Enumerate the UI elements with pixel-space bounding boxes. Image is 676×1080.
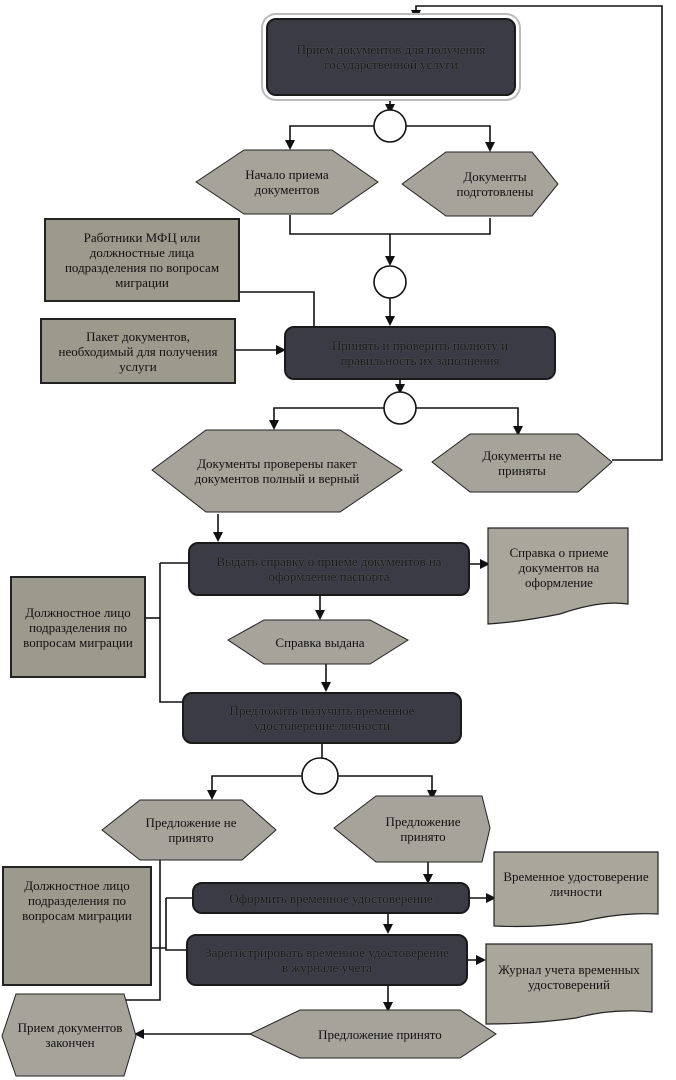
- end-receiving-done-text: Прием документов закончен: [17, 1020, 123, 1050]
- connector: [285, 125, 376, 150]
- input-doc-package-label: Пакет документов, необходимый для получе…: [58, 328, 218, 374]
- event-start-receiving-text: Начало приема документов: [245, 167, 329, 197]
- event-start-receiving-label: Начало приема документов: [196, 150, 378, 214]
- role-mfc-staff-box: Работники МФЦ или должностные лица подра…: [44, 218, 240, 302]
- connector-loop-back: [411, 5, 663, 461]
- event-docs-prepared-text: Документы подготовлены: [456, 169, 534, 199]
- role-official-2-label: Должностное лицо подразделения по вопрос…: [22, 878, 132, 923]
- doc-registry-log-shape: [485, 943, 653, 1025]
- func-accept-check-box: Принять и проверить полноту и правильнос…: [284, 326, 556, 380]
- doc-temp-id-shape: [493, 851, 659, 928]
- event-offer-accepted-label: Предложение принято: [356, 796, 490, 862]
- connector: [416, 407, 523, 436]
- role-official-2-box: Должностное лицо подразделения по вопрос…: [2, 866, 152, 986]
- event-certificate-issued-text: Справка выдана: [275, 634, 365, 650]
- event-offer-accepted-2-label: Предложение принято: [270, 1010, 490, 1058]
- event-shapes: [1, 149, 613, 1077]
- doc-registry-log-label: Журнал учета временных удостоверений: [492, 946, 646, 1008]
- xor-connector-3: [383, 391, 417, 425]
- event-docs-prepared-shape: [401, 151, 559, 217]
- xor-connector-4: [301, 757, 339, 795]
- xor-connector-2: [373, 265, 407, 299]
- event-docs-checked-text: Документы проверены пакет документов пол…: [194, 456, 360, 486]
- event-docs-rejected-text: Документы не приняты: [482, 448, 562, 478]
- event-docs-rejected-shape: [431, 433, 613, 493]
- event-certificate-issued-label: Справка выдана: [240, 620, 400, 664]
- func-accept-check-label: Принять и проверить полноту и правильнос…: [331, 338, 509, 368]
- doc-registry-log-text: Журнал учета временных удостоверений: [498, 962, 640, 992]
- func-issue-certificate-box: Выдать справку о приеме документов на оф…: [188, 542, 470, 596]
- connector: [207, 775, 302, 800]
- event-start-receiving-shape: [195, 149, 379, 215]
- event-offer-declined-label: Предложение не принято: [116, 800, 266, 860]
- document-shapes: [485, 527, 659, 1025]
- end-receiving-done-label: Прием документов закончен: [10, 994, 130, 1076]
- func-register-temp-id-box: Зарегистрировать временное удостоверение…: [186, 934, 468, 986]
- connector: [240, 291, 315, 328]
- doc-temp-id-label: Временное удостоверение личности: [500, 854, 652, 914]
- event-docs-rejected-label: Документы не приняты: [452, 434, 592, 492]
- connector: [289, 215, 491, 235]
- event-docs-prepared-label: Документы подготовлены: [420, 152, 570, 216]
- doc-certificate-label: Справка о приеме документов на оформлени…: [494, 530, 624, 604]
- connector: [152, 897, 192, 951]
- connector: [269, 407, 384, 430]
- connector: [404, 125, 495, 152]
- event-offer-accepted-text: Предложение принято: [385, 814, 461, 844]
- role-official-1-box: Должностное лицо подразделения по вопрос…: [10, 576, 146, 678]
- event-offer-accepted-2-text: Предложение принято: [318, 1026, 442, 1042]
- doc-certificate-shape: [487, 527, 629, 625]
- func-offer-temp-id-box: Предложить получить временное удостовере…: [182, 692, 462, 744]
- event-docs-checked-label: Документы проверены пакет документов пол…: [170, 430, 384, 512]
- role-mfc-staff-label: Работники МФЦ или должностные лица подра…: [64, 230, 220, 290]
- connector: [159, 562, 188, 703]
- event-docs-checked-shape: [151, 429, 403, 513]
- start-process-label: Прием документов для получения государст…: [296, 42, 486, 72]
- connector: [338, 775, 437, 800]
- func-issue-certificate-label: Выдать справку о приеме документов на оф…: [216, 554, 442, 584]
- func-issue-temp-id-box: Оформить временное удостоверение: [192, 882, 470, 914]
- func-register-temp-id-label: Зарегистрировать временное удостоверение…: [205, 945, 449, 975]
- func-issue-temp-id-label: Оформить временное удостоверение: [229, 890, 433, 906]
- input-doc-package-box: Пакет документов, необходимый для получе…: [40, 318, 236, 384]
- func-offer-temp-id-label: Предложить получить временное удостовере…: [229, 703, 415, 733]
- event-offer-declined-shape: [101, 799, 277, 861]
- event-offer-accepted-shape: [333, 795, 491, 863]
- event-offer-accepted-2-shape: [248, 1009, 497, 1059]
- doc-certificate-text: Справка о приеме документов на оформлени…: [509, 544, 609, 590]
- event-certificate-issued-shape: [227, 619, 409, 665]
- role-official-1-label: Должностное лицо подразделения по вопрос…: [23, 604, 133, 650]
- start-process-box: Прием документов для получения государст…: [266, 18, 516, 96]
- doc-temp-id-text: Временное удостоверение личности: [503, 869, 649, 899]
- end-receiving-done-shape: [1, 993, 137, 1077]
- event-offer-declined-text: Предложение не принято: [145, 815, 237, 845]
- xor-connectors: [301, 109, 417, 795]
- xor-connector-1: [373, 109, 407, 143]
